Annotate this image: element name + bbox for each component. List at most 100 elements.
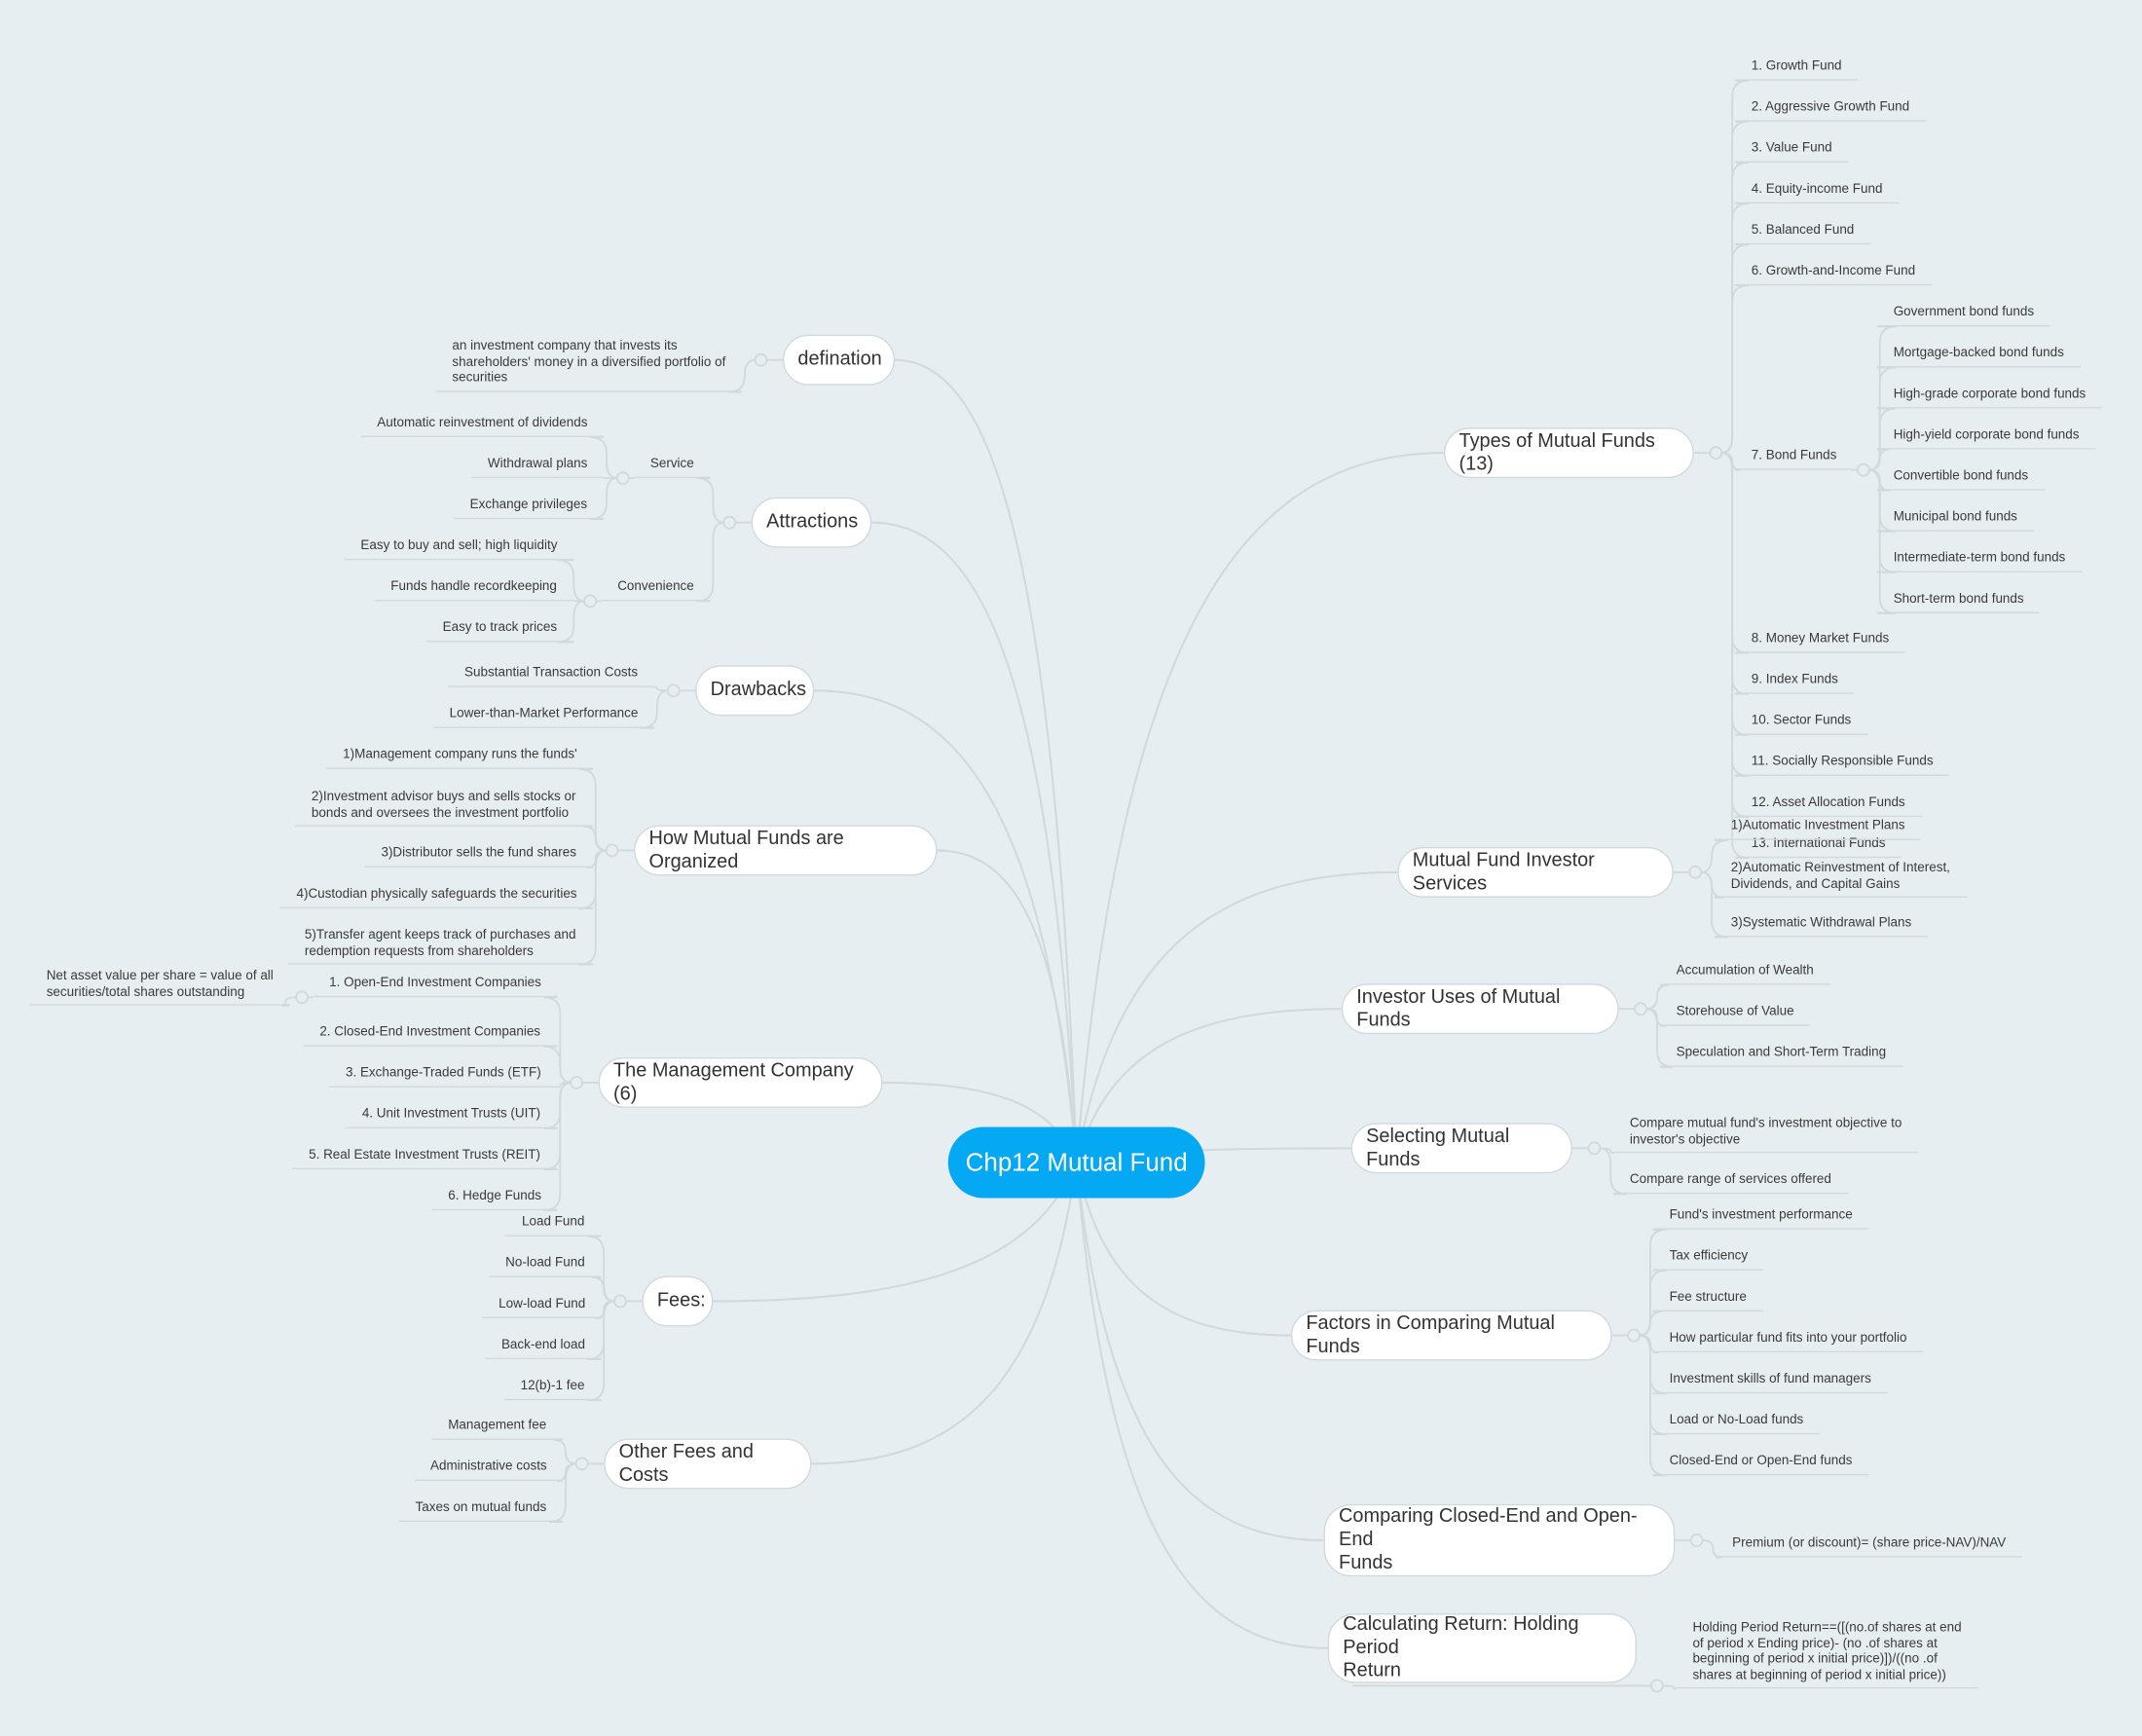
branch-node[interactable]: Comparing Closed-End and Open-End Funds <box>1323 1503 1676 1577</box>
collapse-toggle[interactable] <box>574 1457 589 1471</box>
topic-leaf[interactable]: Fee structure <box>1652 1290 1763 1311</box>
topic-leaf[interactable]: Accumulation of Wealth <box>1659 963 1830 984</box>
topic-leaf[interactable]: 12. Asset Allocation Funds <box>1734 795 1922 817</box>
topic-leaf[interactable]: Load or No-Load funds <box>1652 1413 1821 1434</box>
topic-leaf[interactable]: 1)Automatic Investment Plans <box>1714 818 1922 840</box>
topic-leaf[interactable]: 5. Real Estate Investment Trusts (REIT) <box>292 1148 557 1169</box>
subtopic-node[interactable]: 7. Bond Funds <box>1734 448 1854 469</box>
collapse-toggle[interactable] <box>613 1294 627 1309</box>
topic-leaf[interactable]: Municipal bond funds <box>1876 509 2034 532</box>
topic-leaf[interactable]: Taxes on mutual funds <box>398 1500 564 1522</box>
topic-leaf[interactable]: Government bond funds <box>1876 305 2050 326</box>
topic-leaf[interactable]: 4. Equity-income Fund <box>1734 182 1900 203</box>
topic-leaf[interactable]: Automatic reinvestment of dividends <box>360 416 605 437</box>
topic-leaf[interactable]: 11. Socially Responsible Funds <box>1734 755 1950 776</box>
topic-leaf[interactable]: Fund's investment performance <box>1652 1207 1869 1230</box>
topic-leaf[interactable]: 10. Sector Funds <box>1734 713 1868 735</box>
topic-leaf[interactable]: Speculation and Short-Term Trading <box>1659 1045 1902 1067</box>
topic-leaf[interactable]: 2)Automatic Reinvestment of Interest, Di… <box>1714 861 1967 898</box>
topic-leaf[interactable]: Easy to track prices <box>425 620 573 642</box>
topic-leaf[interactable]: High-grade corporate bond funds <box>1876 387 2103 408</box>
branch-node[interactable]: The Management Company (6) <box>598 1056 883 1108</box>
topic-leaf[interactable]: Holding Period Return==([(no.of shares a… <box>1676 1620 1978 1689</box>
collapse-toggle[interactable] <box>615 471 630 486</box>
topic-leaf[interactable]: Compare mutual fund's investment objecti… <box>1613 1116 1919 1154</box>
topic-leaf[interactable]: 2. Aggressive Growth Fund <box>1734 99 1926 122</box>
topic-leaf[interactable]: Investment skills of fund managers <box>1652 1372 1888 1393</box>
topic-leaf[interactable]: High-yield corporate bond funds <box>1876 427 2096 449</box>
topic-leaf[interactable]: Withdrawal plans <box>471 457 605 478</box>
topic-leaf[interactable]: 5)Transfer agent keeps track of purchase… <box>288 928 593 965</box>
branch-node[interactable]: Selecting Mutual Funds <box>1350 1123 1572 1174</box>
branch-node[interactable]: Drawbacks <box>695 665 815 717</box>
topic-leaf[interactable]: Lower-than-Market Performance <box>432 706 655 728</box>
topic-leaf[interactable]: 12(b)-1 fee <box>503 1379 602 1400</box>
collapse-toggle[interactable] <box>1627 1328 1642 1343</box>
topic-leaf[interactable]: No-load Fund <box>489 1255 602 1277</box>
topic-leaf[interactable]: 4)Custodian physically safeguards the se… <box>279 887 594 908</box>
topic-leaf[interactable]: Tax efficiency <box>1652 1248 1764 1271</box>
topic-leaf[interactable]: Intermediate-term bond funds <box>1876 550 2083 573</box>
topic-leaf[interactable]: 6. Growth-and-Income Fund <box>1734 264 1932 285</box>
topic-leaf[interactable]: Exchange privileges <box>453 498 604 519</box>
topic-leaf[interactable]: 13. International Funds <box>1734 836 1902 858</box>
branch-node[interactable]: Fees: <box>642 1275 714 1327</box>
branch-node[interactable]: How Mutual Funds are Organized <box>634 825 938 876</box>
topic-leaf[interactable]: 3. Value Fund <box>1734 141 1849 163</box>
topic-leaf[interactable]: 3)Systematic Withdrawal Plans <box>1714 915 1929 937</box>
collapse-toggle[interactable] <box>1650 1679 1664 1693</box>
topic-leaf[interactable]: Back-end load <box>485 1338 602 1359</box>
topic-leaf[interactable]: Administrative costs <box>414 1459 564 1481</box>
subtopic-node[interactable]: Service <box>634 457 711 478</box>
topic-leaf[interactable]: 6. Hedge Funds <box>431 1189 558 1210</box>
topic-leaf[interactable]: 4. Unit Investment Trusts (UIT) <box>345 1107 557 1128</box>
root-node[interactable]: Chp12 Mutual Fund <box>947 1127 1205 1199</box>
topic-leaf[interactable]: 3. Exchange-Traded Funds (ETF) <box>329 1065 558 1088</box>
topic-leaf[interactable]: Low-load Fund <box>482 1297 603 1318</box>
collapse-toggle[interactable] <box>754 352 768 367</box>
collapse-toggle[interactable] <box>1709 446 1723 461</box>
topic-leaf[interactable]: 9. Index Funds <box>1734 672 1855 694</box>
topic-leaf[interactable]: Funds handle recordkeeping <box>374 579 573 601</box>
topic-leaf[interactable]: Net asset value per share = value of all… <box>29 969 290 1006</box>
collapse-toggle[interactable] <box>1689 1533 1704 1547</box>
topic-leaf[interactable]: Storehouse of Value <box>1659 1004 1811 1026</box>
collapse-toggle[interactable] <box>1856 462 1870 477</box>
branch-node[interactable]: Factors in Comparing Mutual Funds <box>1290 1310 1612 1361</box>
topic-leaf[interactable]: How particular fund fits into your portf… <box>1652 1331 1924 1352</box>
collapse-toggle[interactable] <box>583 594 598 609</box>
topic-leaf[interactable]: Substantial Transaction Costs <box>448 665 654 687</box>
collapse-toggle[interactable] <box>605 843 619 858</box>
branch-node[interactable]: Attractions <box>751 497 872 548</box>
topic-leaf[interactable]: Premium (or discount)= (share price-NAV)… <box>1716 1535 2023 1557</box>
branch-node[interactable]: Types of Mutual Funds (13) <box>1444 427 1694 479</box>
branch-node[interactable]: Other Fees and Costs <box>604 1438 812 1490</box>
collapse-toggle[interactable] <box>295 990 310 1005</box>
branch-node[interactable]: defination <box>782 334 896 386</box>
topic-leaf[interactable]: 3)Distributor sells the fund shares <box>364 846 593 868</box>
collapse-toggle[interactable] <box>1688 865 1703 879</box>
branch-node[interactable]: Mutual Fund Investor Services <box>1397 846 1674 898</box>
topic-leaf[interactable]: Convertible bond funds <box>1876 468 2045 491</box>
branch-node[interactable]: Calculating Return: Holding Period Retur… <box>1327 1613 1637 1683</box>
topic-leaf[interactable]: 8. Money Market Funds <box>1734 631 1906 652</box>
topic-leaf[interactable]: Load Fund <box>505 1214 602 1237</box>
topic-leaf[interactable]: Mortgage-backed bond funds <box>1876 346 2081 367</box>
topic-leaf[interactable]: Closed-End or Open-End funds <box>1652 1454 1869 1475</box>
collapse-toggle[interactable] <box>1587 1141 1602 1156</box>
topic-leaf[interactable]: 1. Growth Fund <box>1734 58 1859 81</box>
topic-leaf[interactable]: Short-term bond funds <box>1876 592 2041 613</box>
topic-leaf[interactable]: Management fee <box>431 1418 564 1440</box>
subtopic-node[interactable]: 1. Open-End Investment Companies <box>313 976 558 997</box>
topic-leaf[interactable]: Easy to buy and sell; high liquidity <box>344 538 574 560</box>
subtopic-node[interactable]: Convenience <box>601 579 711 601</box>
collapse-toggle[interactable] <box>570 1076 584 1090</box>
topic-leaf[interactable]: 2. Closed-End Investment Companies <box>303 1024 557 1047</box>
topic-leaf[interactable]: Compare range of services offered <box>1613 1172 1848 1194</box>
collapse-toggle[interactable] <box>666 683 681 698</box>
topic-leaf[interactable]: 5. Balanced Fund <box>1734 223 1871 244</box>
collapse-toggle[interactable] <box>1634 1002 1648 1016</box>
topic-leaf[interactable]: 1)Management company runs the funds' <box>326 747 594 769</box>
topic-leaf[interactable]: an investment company that invests its s… <box>435 339 743 391</box>
collapse-toggle[interactable] <box>722 515 737 530</box>
